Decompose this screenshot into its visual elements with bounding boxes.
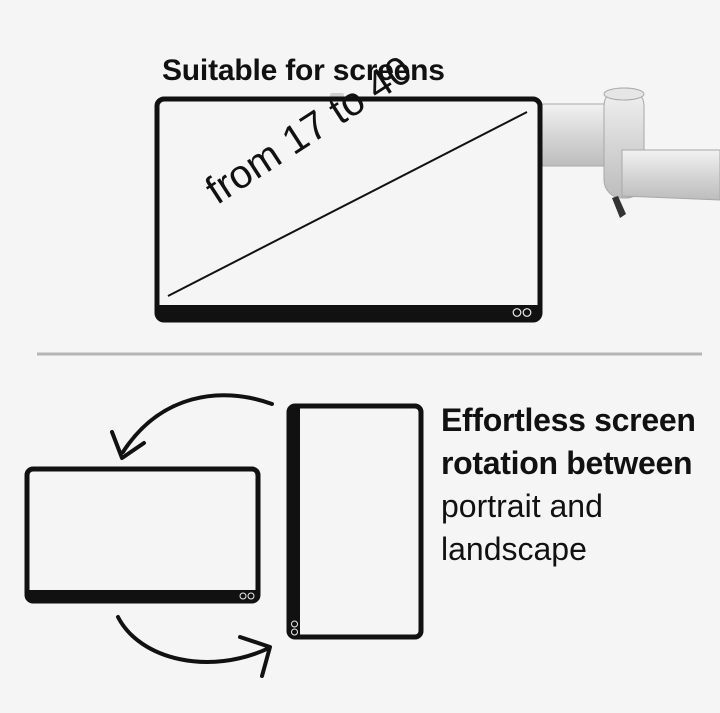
large-monitor [154,96,543,323]
headline: Suitable for screens [162,54,445,87]
portrait-monitor [286,403,424,640]
monitor-arm [330,87,720,218]
feature-line-4: landscape [441,531,587,567]
feature-line-2: rotation between [441,445,693,481]
rotation-feature-text: Effortless screen rotation between portr… [441,399,696,571]
rotation-arrows-icon [110,393,274,678]
feature-line-1: Effortless screen [441,402,696,438]
diagonal-line [167,111,528,297]
landscape-monitor [24,466,261,604]
feature-line-3: portrait and [441,488,603,524]
